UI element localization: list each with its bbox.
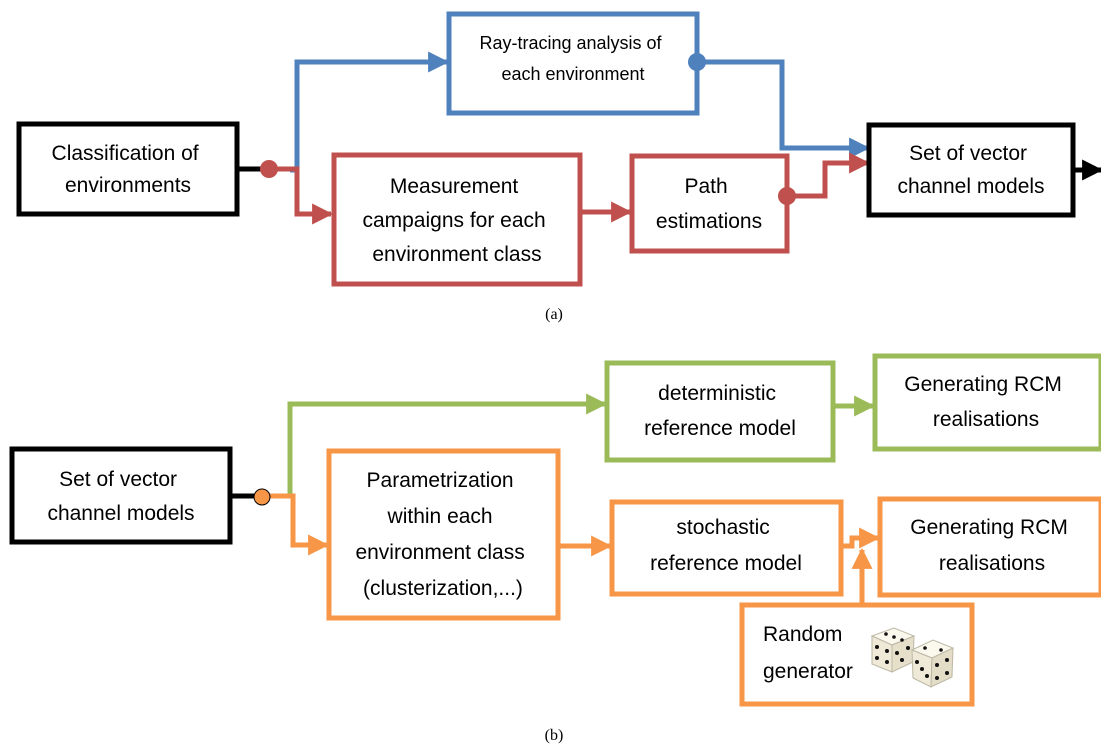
ray-tracing-line-1: Ray-tracing analysis of (479, 33, 662, 53)
arrow-to-parametrization (262, 493, 330, 556)
parametrization-line-3: environment class (355, 541, 524, 564)
parametrization-line-4: (clusterization,...) (363, 577, 523, 600)
svg-text:Set of vector channel: Set of vector channel models (897, 142, 1044, 198)
junction-dot-red-left (260, 160, 278, 178)
random-generator-box: Random generator (739, 602, 975, 707)
generating-box-bottom: Generating RCM realisations (877, 496, 1101, 598)
parametrization-box: Parametrization within each environment … (326, 448, 561, 621)
path-estimations-box: Path estimations (629, 153, 790, 254)
classification-line-1: Classification of (52, 142, 199, 165)
classification-box: Classification of environments (16, 121, 240, 217)
parametrization-line-1: Parametrization (367, 469, 514, 492)
svg-text:Generating RCM realisa: Generating RCM realisations (910, 516, 1073, 575)
stochastic-line-2: reference model (650, 552, 802, 575)
svg-text:Path estimations: Path estimations (656, 175, 762, 233)
svg-text:Parametrization within: Parametrization within each environment … (355, 469, 530, 600)
deterministic-line-1: deterministic (658, 382, 776, 405)
junction-dot-blue (688, 53, 706, 71)
arrow-stochastic-to-generating (841, 527, 881, 549)
svg-text:Measurement campaigns: Measurement campaigns for each environme… (362, 175, 551, 266)
measurement-line-2: campaigns for each (362, 209, 545, 232)
svg-text:stochastic reference m: stochastic reference model (650, 516, 802, 575)
svg-text:Ray-tracing analysis of: Ray-tracing analysis of each environment (479, 33, 666, 84)
vector-models-a-line-1: Set of vector (909, 142, 1027, 165)
vector-models-a-line-2: channel models (897, 175, 1044, 198)
arrow-to-measurement (270, 166, 334, 225)
measurement-line-3: environment class (372, 243, 541, 266)
generating-bottom-line-2: realisations (939, 552, 1045, 575)
generating-top-line-1: Generating RCM (904, 373, 1062, 396)
path-estimations-line-1: Path (684, 175, 727, 198)
measurement-line-1: Measurement (390, 175, 519, 198)
random-generator-line-2: generator (763, 660, 853, 683)
parametrization-line-2: within each (387, 505, 493, 528)
path-estimations-line-2: estimations (656, 210, 762, 233)
caption-b: (b) (545, 727, 564, 744)
ray-tracing-line-2: each environment (501, 64, 644, 84)
caption-a: (a) (545, 306, 563, 323)
svg-text:Classification of envi: Classification of environments (52, 142, 205, 197)
junction-dot-red-right (778, 187, 796, 205)
generating-bottom-line-1: Generating RCM (910, 516, 1068, 539)
deterministic-box: deterministic reference model (604, 360, 836, 463)
junction-dot-orange (253, 488, 271, 506)
svg-text:deterministic referenc: deterministic reference model (644, 382, 796, 440)
deterministic-line-2: reference model (644, 417, 796, 440)
vector-models-box-a: Set of vector channel models (866, 122, 1076, 218)
stochastic-line-1: stochastic (676, 516, 769, 539)
stochastic-box: stochastic reference model (609, 499, 844, 597)
svg-text:Random generator: Random generator (763, 623, 853, 683)
svg-text:Generating RCM realisa: Generating RCM realisations (904, 373, 1067, 431)
vector-models-box-b: Set of vector channel models (9, 446, 233, 545)
generating-top-line-2: realisations (933, 408, 1039, 431)
arrow-ray-to-vector-models (697, 59, 871, 159)
svg-text:Set of vector channel: Set of vector channel models (47, 468, 194, 525)
panel-b: Set of vector channel models determinist… (9, 353, 1101, 744)
classification-line-2: environments (65, 174, 191, 197)
generating-box-top: Generating RCM realisations (872, 353, 1101, 452)
random-generator-line-1: Random (763, 623, 842, 646)
measurement-box: Measurement campaigns for each environme… (331, 152, 583, 287)
ray-tracing-box: Ray-tracing analysis of each environment (446, 11, 700, 116)
vector-models-b-line-2: channel models (47, 502, 194, 525)
arrow-path-to-vector-models (787, 152, 871, 199)
panel-a: Classification of environments Ray-traci… (16, 11, 1101, 323)
vector-models-b-line-1: Set of vector (59, 468, 177, 491)
dice-icon (870, 627, 955, 688)
